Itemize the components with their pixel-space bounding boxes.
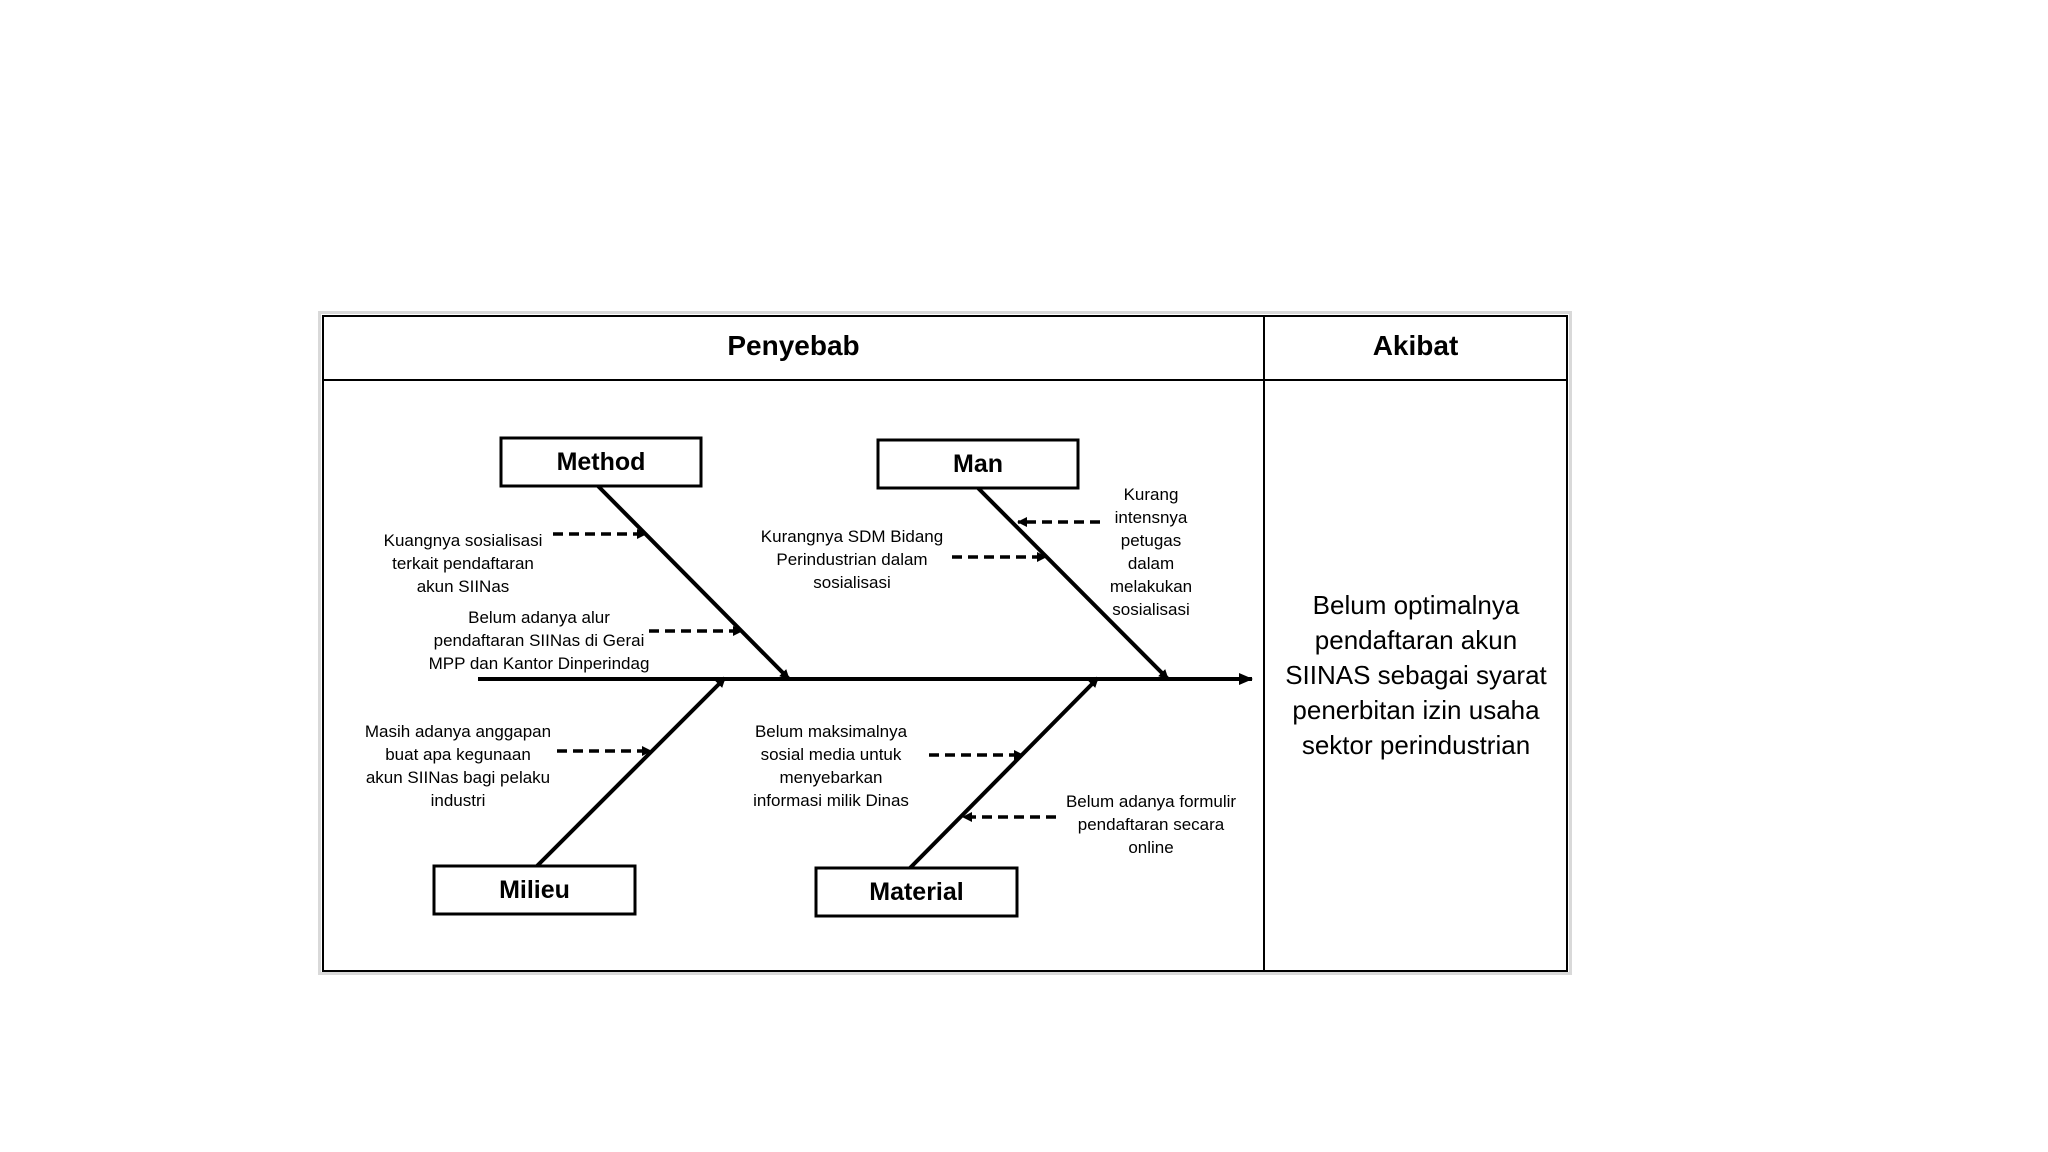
effect-header: Akibat — [1372, 330, 1459, 361]
bone-milieu — [535, 676, 727, 868]
cause-text-material-1: Belum maksimalnya sosial media untuk men… — [753, 722, 909, 810]
effect-text: Belum optimalnya pendaftaran akun SIINAS… — [1285, 590, 1547, 760]
cause-text-milieu-1: Masih adanya anggapan buat apa kegunaan … — [364, 722, 552, 810]
cause-text-material-2: Belum adanya formulir pendaftaran secara… — [1065, 792, 1237, 857]
category-label-material: Material — [869, 878, 964, 906]
table-border — [322, 315, 1568, 972]
category-label-man: Man — [953, 450, 1003, 478]
cause-text-method-2: Belum adanya alur pendaftaran SIINas di … — [428, 608, 650, 673]
cause-text-man-1: Kurangnya SDM Bidang Perindustrian dalam… — [760, 527, 944, 592]
cause-text-method-1: Kuangnya sosialisasi terkait pendaftaran… — [383, 531, 543, 596]
category-label-milieu: Milieu — [499, 876, 570, 904]
category-box-material — [814, 866, 1019, 918]
category-label-method: Method — [556, 448, 646, 476]
category-box-milieu — [432, 864, 637, 916]
cause-header: Penyebab — [727, 330, 860, 361]
category-box-method — [499, 436, 703, 488]
figure-frame — [318, 311, 1572, 975]
cause-text-man-2: Kurang intensnya petugas dalam melakukan… — [1109, 485, 1193, 619]
bone-material — [908, 676, 1100, 870]
bone-man — [976, 486, 1170, 681]
category-box-man — [876, 438, 1080, 490]
bone-method — [596, 484, 791, 681]
